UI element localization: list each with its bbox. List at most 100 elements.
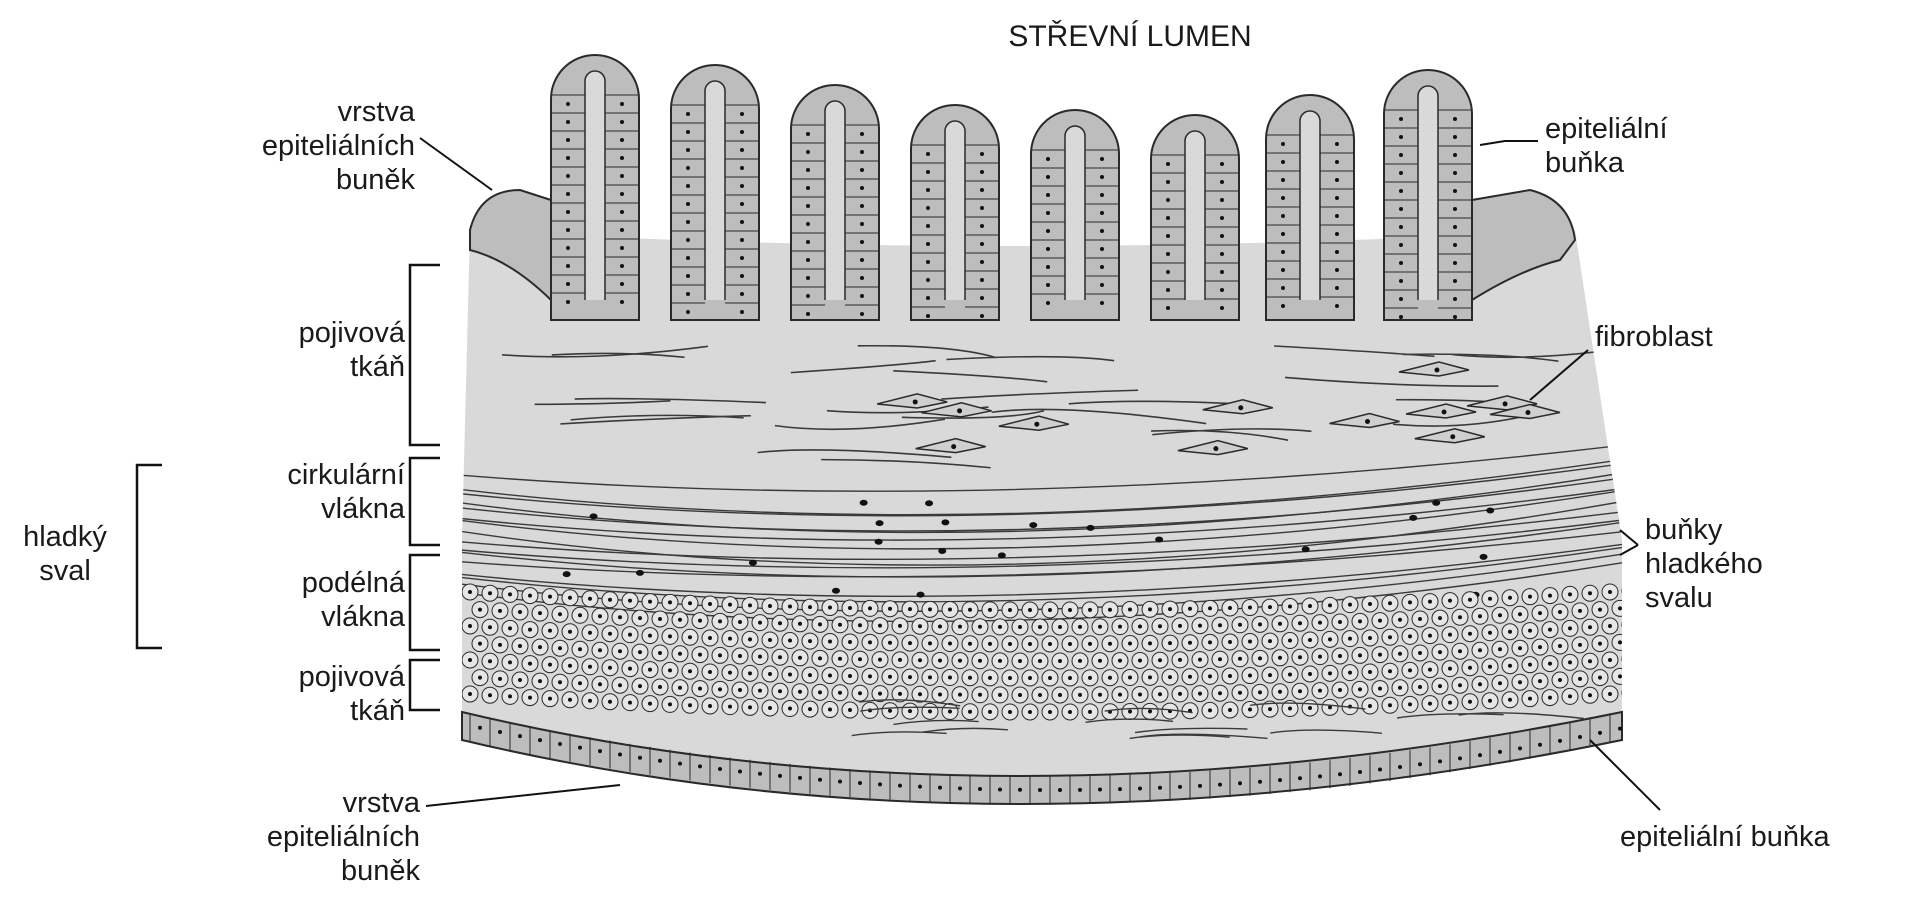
longitudinal-cell	[982, 602, 998, 618]
longitudinal-cell	[1382, 595, 1398, 611]
longitudinal-cell	[1532, 605, 1548, 621]
bottom-cell-nucleus	[958, 786, 962, 790]
longitudinal-cell	[792, 650, 808, 666]
longitudinal-cell	[922, 601, 938, 617]
longitudinal-cell	[832, 651, 848, 667]
leader-epithelial-layer-bottom	[426, 785, 620, 806]
longitudinal-cell	[1312, 683, 1328, 699]
longitudinal-cell	[542, 657, 558, 673]
longitudinal-cell	[1272, 684, 1288, 700]
bracket-connective-top	[410, 265, 440, 445]
longitudinal-cell	[1552, 604, 1568, 620]
longitudinal-cell	[632, 678, 648, 694]
longitudinal-cell	[692, 647, 708, 663]
longitudinal-cell	[1412, 645, 1428, 661]
longitudinal-cell	[1622, 617, 1638, 633]
longitudinal-cell	[1402, 662, 1418, 678]
longitudinal-cell	[1382, 629, 1398, 645]
longitudinal-cell	[1522, 589, 1538, 605]
bottom-cell-nucleus	[1318, 774, 1322, 778]
longitudinal-cell	[492, 671, 508, 687]
longitudinal-cell	[1172, 618, 1188, 634]
longitudinal-cell	[612, 677, 628, 693]
muscle-nucleus	[876, 520, 884, 526]
muscle-nucleus	[1486, 507, 1494, 513]
bottom-cell-nucleus	[1438, 759, 1442, 763]
longitudinal-cell	[602, 694, 618, 710]
bottom-cell-nucleus	[1378, 768, 1382, 772]
villus	[1031, 110, 1119, 320]
longitudinal-cell	[1042, 670, 1058, 686]
longitudinal-cell	[1522, 657, 1538, 673]
longitudinal-cell	[562, 624, 578, 640]
longitudinal-cell	[1432, 610, 1448, 626]
bottom-cell-nucleus	[1398, 765, 1402, 769]
longitudinal-cell	[1362, 664, 1378, 680]
longitudinal-cell	[1412, 611, 1428, 627]
longitudinal-cell	[912, 652, 928, 668]
longitudinal-cell	[1092, 687, 1108, 703]
longitudinal-cell	[1652, 632, 1668, 648]
longitudinal-cell	[1142, 635, 1158, 651]
longitudinal-cell	[1382, 663, 1398, 679]
bottom-cell-nucleus	[818, 778, 822, 782]
longitudinal-cell	[1502, 590, 1518, 606]
longitudinal-cell	[1352, 681, 1368, 697]
leader-smooth-muscle-1	[1620, 530, 1638, 545]
longitudinal-cell	[1622, 583, 1638, 599]
longitudinal-cell	[1592, 602, 1608, 618]
label-smooth-muscle-cells: buňky hladkého svalu	[1645, 513, 1845, 615]
bottom-cell-nucleus	[878, 782, 882, 786]
longitudinal-cell	[592, 642, 608, 658]
longitudinal-cell	[1182, 703, 1198, 719]
longitudinal-cell	[612, 643, 628, 659]
longitudinal-cell	[1462, 626, 1478, 642]
longitudinal-cell	[642, 696, 658, 712]
longitudinal-cell	[702, 664, 718, 680]
longitudinal-cell	[1222, 600, 1238, 616]
longitudinal-cell	[1552, 638, 1568, 654]
longitudinal-cell	[892, 652, 908, 668]
longitudinal-cell	[1592, 670, 1608, 686]
longitudinal-cell	[882, 635, 898, 651]
longitudinal-cell	[562, 658, 578, 674]
longitudinal-cell	[1202, 668, 1218, 684]
longitudinal-cell	[1542, 656, 1558, 672]
bottom-cell-nucleus	[798, 776, 802, 780]
bottom-cell-nucleus	[738, 769, 742, 773]
longitudinal-cell	[632, 610, 648, 626]
longitudinal-cell	[1032, 619, 1048, 635]
longitudinal-cell	[1212, 617, 1228, 633]
longitudinal-cell	[1112, 619, 1128, 635]
bottom-cell-nucleus	[898, 784, 902, 788]
longitudinal-cell	[772, 683, 788, 699]
longitudinal-cell	[872, 652, 888, 668]
bracket-longitudinal	[410, 555, 440, 650]
longitudinal-cell	[1082, 670, 1098, 686]
longitudinal-cell	[1042, 704, 1058, 720]
longitudinal-cell	[862, 600, 878, 616]
longitudinal-cell	[1062, 670, 1078, 686]
longitudinal-cell	[1532, 639, 1548, 655]
longitudinal-cell	[1012, 653, 1028, 669]
longitudinal-cell	[1022, 670, 1038, 686]
label-epithelial-layer-top: vrstva epiteliálních buněk	[240, 95, 415, 197]
longitudinal-cell	[1002, 704, 1018, 720]
bottom-cell-nucleus	[678, 762, 682, 766]
longitudinal-cell	[942, 602, 958, 618]
muscle-nucleus	[636, 570, 644, 576]
longitudinal-cell	[502, 620, 518, 636]
longitudinal-cell	[692, 613, 708, 629]
longitudinal-cell	[1402, 696, 1418, 712]
longitudinal-cell	[1612, 634, 1628, 650]
muscle-nucleus	[749, 560, 757, 566]
muscle-nucleus	[1029, 522, 1037, 528]
longitudinal-cell	[1322, 631, 1338, 647]
longitudinal-cell	[742, 699, 758, 715]
longitudinal-cell	[1222, 668, 1238, 684]
longitudinal-cell	[482, 585, 498, 601]
longitudinal-cell	[802, 633, 818, 649]
longitudinal-cell	[1452, 677, 1468, 693]
longitudinal-cell	[1022, 636, 1038, 652]
bottom-cell-nucleus	[778, 774, 782, 778]
